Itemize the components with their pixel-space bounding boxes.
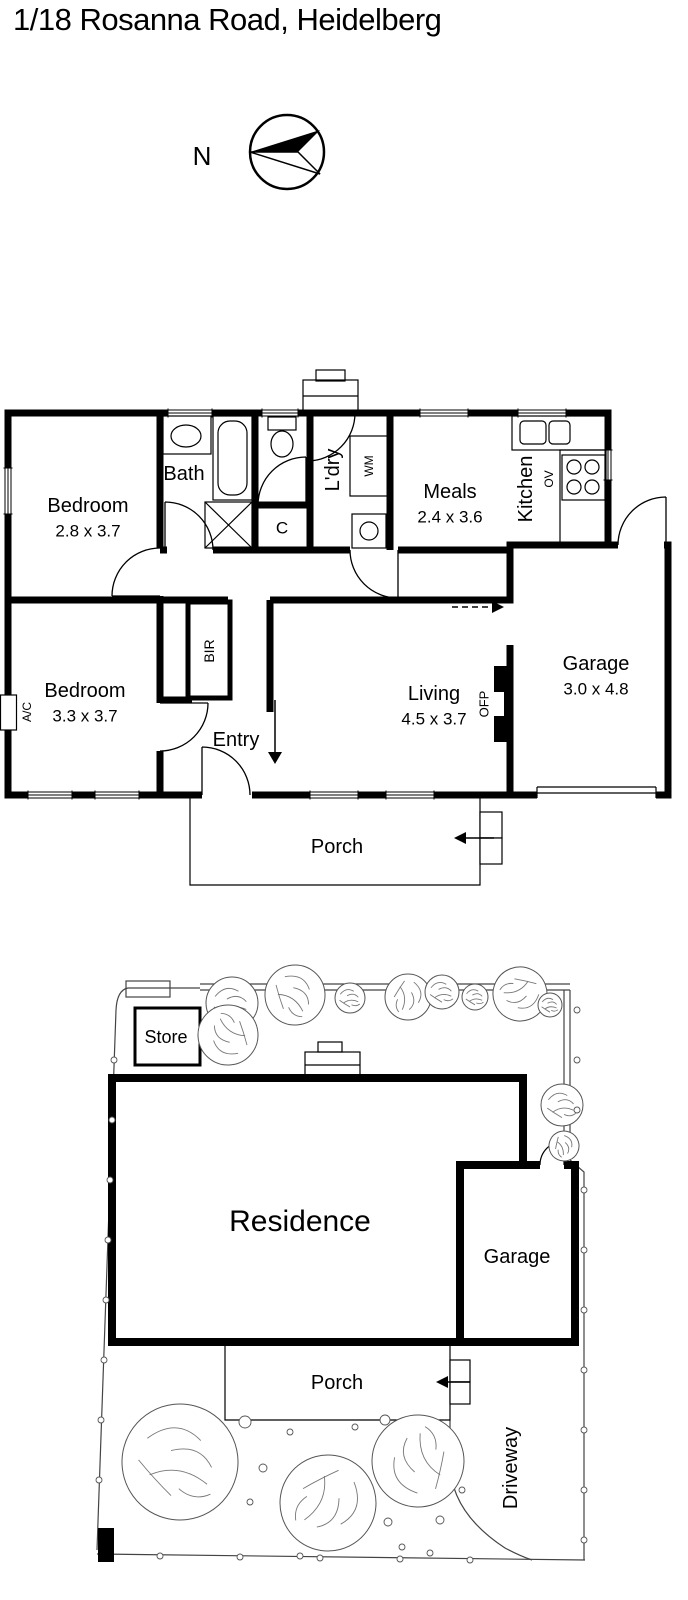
label-ac: A/C	[20, 701, 34, 723]
room-label-kitchen: Kitchen	[515, 455, 537, 523]
washing-machine-icon	[349, 435, 389, 497]
toilet-icon	[267, 416, 297, 431]
kitchen-bench-right	[559, 449, 607, 544]
site-label-garage: Garage	[483, 1246, 551, 1268]
room-label-bedroom2: Bedroom	[44, 680, 126, 702]
site-label-porch: Porch	[310, 1372, 364, 1394]
floorplan-arrows	[268, 601, 504, 844]
label-washing-machine: WM	[362, 455, 376, 477]
room-dims-meals: 2.4 x 3.6	[417, 507, 483, 527]
store-outline	[133, 1006, 202, 1067]
siteplan-dots	[95, 1006, 588, 1564]
garden-tree-large	[107, 1389, 253, 1535]
letterbox-icon	[98, 1528, 114, 1562]
room-dims-bedroom1: 2.8 x 3.7	[55, 521, 121, 541]
room-dims-garage: 3.0 x 4.8	[563, 679, 629, 699]
label-bir: BIR	[201, 639, 217, 663]
site-porch-steps	[449, 1359, 471, 1383]
room-label-laundry: L'dry	[322, 448, 344, 492]
site-label-driveway: Driveway	[500, 1426, 522, 1510]
basin-icon	[170, 424, 202, 448]
room-label-bath: Bath	[163, 463, 205, 485]
site-label-residence: Residence	[229, 1205, 371, 1238]
floorplan-windows	[3, 408, 613, 800]
north-label: N	[192, 141, 212, 171]
ac-unit-icon	[0, 694, 18, 731]
sink-icon	[519, 420, 547, 445]
room-label-bedroom1: Bedroom	[47, 495, 129, 517]
porch-steps	[479, 811, 503, 839]
page-title: 1/18 Rosanna Road, Heidelberg	[13, 2, 442, 37]
garage-door-icon	[536, 786, 657, 798]
label-ofp: OFP	[476, 690, 492, 718]
floorplan-fixtures	[0, 369, 657, 886]
fence	[200, 983, 571, 1160]
room-dims-bedroom2: 3.3 x 3.7	[52, 706, 118, 726]
siteplan-buildings	[98, 1006, 579, 1562]
room-dims-living: 4.5 x 3.7	[401, 709, 467, 729]
room-label-entry: Entry	[212, 729, 260, 751]
cooktop-icon	[561, 454, 606, 501]
north-compass-icon	[248, 113, 326, 191]
shower-icon	[204, 501, 253, 549]
laundry-trough-icon	[351, 513, 387, 549]
label-closet: C	[275, 518, 289, 538]
fireplace-icon	[494, 666, 512, 742]
site-label-store: Store	[144, 1027, 188, 1047]
kitchen-bench	[511, 415, 607, 451]
room-label-meals: Meals	[423, 481, 477, 503]
bathtub-icon	[212, 415, 253, 501]
room-label-garage: Garage	[562, 653, 630, 675]
room-label-living: Living	[407, 683, 461, 705]
room-label-porch: Porch	[310, 836, 364, 858]
label-oven: OV	[542, 470, 556, 488]
